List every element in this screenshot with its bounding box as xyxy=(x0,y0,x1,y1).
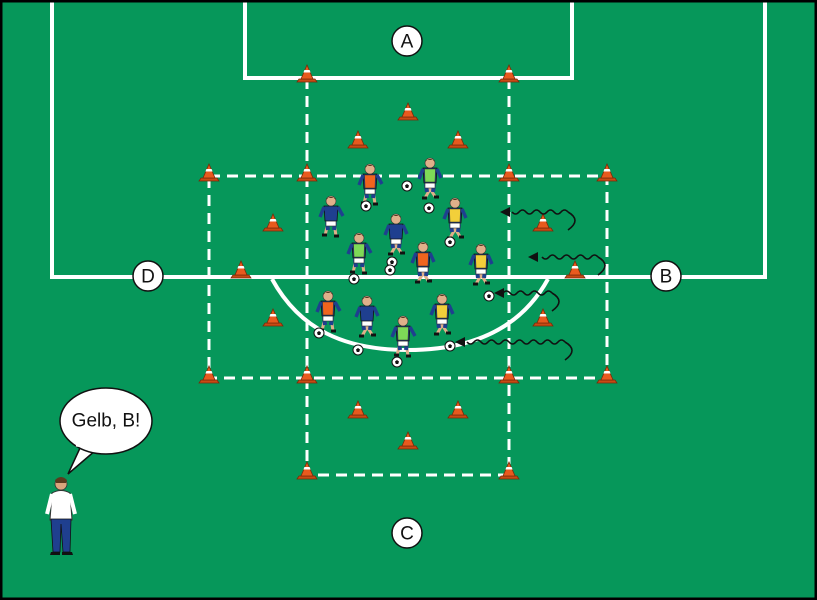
player-icon xyxy=(318,195,345,238)
dribble-path-arrow xyxy=(528,252,606,276)
player-icon xyxy=(429,293,456,352)
player-icon xyxy=(313,290,342,339)
player-icon xyxy=(346,232,373,285)
dribble-path-arrow xyxy=(500,207,576,231)
station-label-a-text: A xyxy=(401,32,414,53)
players xyxy=(313,157,495,368)
player-icon xyxy=(442,197,468,248)
player-icon xyxy=(417,157,443,214)
penalty-area-line xyxy=(50,2,767,279)
station-label-b-text: B xyxy=(660,267,673,288)
football-icon xyxy=(401,180,413,192)
player-icon xyxy=(352,295,380,356)
coach-figure xyxy=(45,477,77,555)
football-icon xyxy=(313,327,325,339)
football-icon xyxy=(444,340,456,352)
center-square xyxy=(207,174,609,380)
speech-bubble: Gelb, B! xyxy=(59,387,153,475)
football-icon xyxy=(423,202,435,214)
dashed-zones xyxy=(207,78,609,477)
football-icon xyxy=(352,344,364,356)
station-label-d: D xyxy=(132,260,164,292)
station-label-c: C xyxy=(391,517,423,549)
player-icon xyxy=(390,315,417,368)
player-icon xyxy=(383,213,409,268)
football-icon xyxy=(348,273,360,285)
football-icon xyxy=(360,200,372,212)
dribble-paths xyxy=(455,207,606,361)
station-label-b: B xyxy=(650,260,682,292)
speech-bubble-text: Gelb, B! xyxy=(72,411,141,432)
football-icon xyxy=(483,290,495,302)
station-label-c-text: C xyxy=(400,524,414,545)
dribble-path-arrow xyxy=(455,337,573,361)
football-icon xyxy=(384,264,396,276)
station-label-d-text: D xyxy=(141,267,155,288)
player-icon xyxy=(357,163,384,212)
football-icon xyxy=(444,236,456,248)
bottom-zone xyxy=(305,378,511,477)
goal-area-line xyxy=(243,2,574,80)
player-icon xyxy=(384,241,436,284)
station-label-a: A xyxy=(391,25,423,57)
dribble-path-arrow xyxy=(494,288,560,312)
player-icon xyxy=(468,243,495,302)
football-icon xyxy=(391,356,403,368)
